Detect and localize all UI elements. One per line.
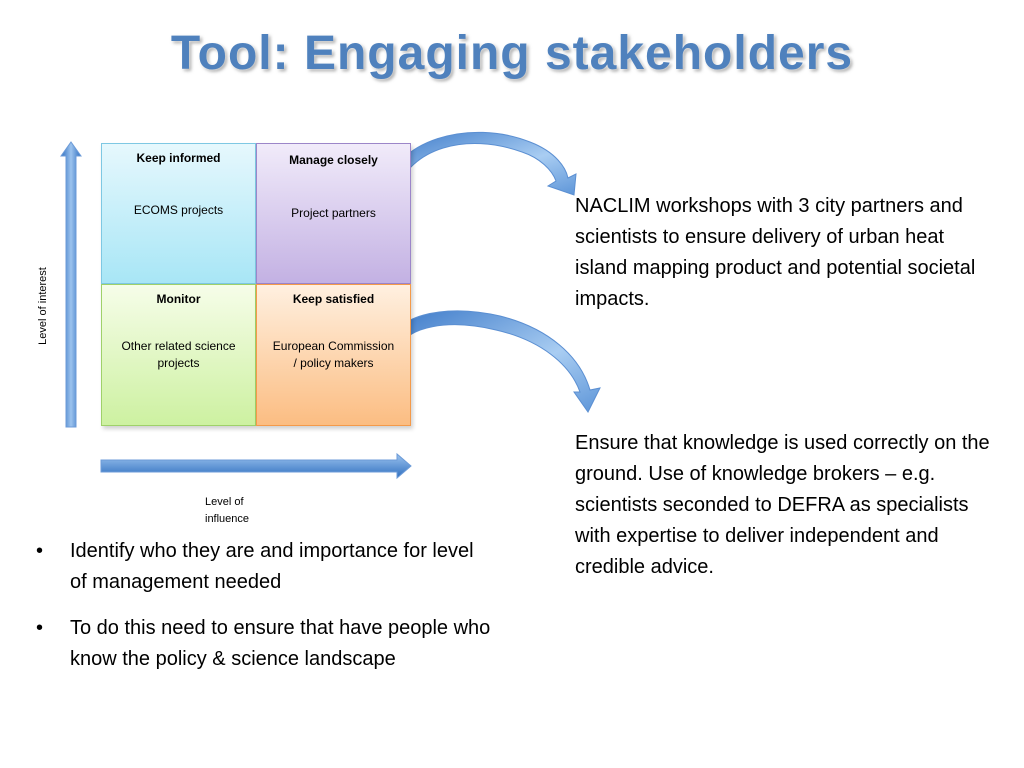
bullet-text: To do this need to ensure that have peop…: [70, 617, 491, 670]
monitor-body: Other related science projects: [121, 339, 236, 370]
naclim-workshops-text: NACLIM workshops with 3 city partners an…: [575, 195, 976, 310]
bullet-icon: •: [36, 540, 44, 562]
keep-satisfied-body: European Commission / policy makers: [272, 339, 395, 370]
bullet-text: Identify who they are and importance for…: [70, 540, 474, 593]
bullet-item: • To do this need to ensure that have pe…: [34, 613, 494, 675]
influence-axis-arrow: [100, 452, 412, 480]
monitor-heading: Monitor: [156, 292, 201, 306]
curved-arrow-top: [384, 131, 577, 196]
keep-satisfied-heading: Keep satisfied: [292, 292, 375, 306]
interest-axis-label: Level of interest: [37, 267, 49, 345]
keep-satisfied-quadrant: Keep satisfied European Commission / pol…: [256, 284, 411, 426]
keep-informed-heading: Keep informed: [136, 151, 221, 165]
manage-closely-heading: Manage closely: [289, 153, 378, 167]
bullet-icon: •: [36, 617, 44, 639]
influence-axis-label: Level of influence: [205, 496, 250, 525]
slide-title: Tool: Engaging stakeholders: [170, 27, 854, 80]
curved-arrow-bottom: [389, 310, 601, 413]
manage-closely-body: Project partners: [291, 206, 376, 220]
knowledge-brokers-text: Ensure that knowledge is used correctly …: [575, 432, 990, 578]
manage-closely-quadrant: Manage closely Project partners: [256, 143, 411, 284]
bullet-item: • Identify who they are and importance f…: [34, 536, 494, 598]
keep-informed-quadrant: Keep informed ECOMS projects: [101, 143, 256, 284]
interest-axis-arrow: [60, 141, 82, 428]
keep-informed-body: ECOMS projects: [133, 203, 224, 217]
bullet-list: • Identify who they are and importance f…: [34, 536, 494, 690]
monitor-quadrant: Monitor Other related science projects: [101, 284, 256, 426]
